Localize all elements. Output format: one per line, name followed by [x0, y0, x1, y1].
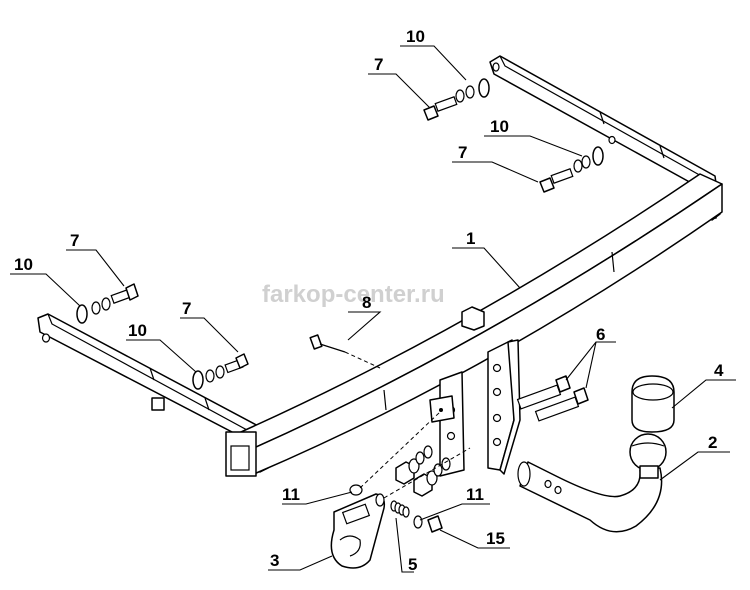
tow-ball-part-2: [517, 433, 667, 533]
callout-labels: 10 7 10 7 1 10 7 8 7 10 6 4 2 11 11 3 5 …: [14, 27, 724, 574]
assembly-dashed-lines: [359, 411, 471, 499]
bolt-part-8: [309, 334, 381, 369]
socket-plate-part-3: [330, 493, 386, 569]
callout-10-left: 10: [14, 255, 33, 274]
ball-cover-part-4: [631, 375, 675, 433]
callout-5: 5: [408, 555, 417, 574]
callout-8: 8: [362, 293, 371, 312]
callout-2: 2: [708, 433, 717, 452]
callout-7-center: 7: [182, 299, 191, 318]
callout-10-top: 10: [406, 27, 425, 46]
callout-7-mid: 7: [458, 143, 467, 162]
callout-15: 15: [486, 529, 505, 548]
callout-1: 1: [466, 229, 475, 248]
callout-10-center: 10: [128, 321, 147, 340]
fasteners-center-left: [192, 353, 249, 390]
fasteners-top: [423, 78, 604, 193]
callout-11-right: 11: [466, 485, 484, 504]
callout-4: 4: [714, 361, 724, 380]
watermark-text: farkop-center.ru: [262, 281, 445, 308]
main-cross-beam: [225, 173, 723, 477]
callout-11-left: 11: [282, 485, 300, 504]
leader-lines: [10, 45, 736, 573]
bolts-part-6: [516, 375, 589, 422]
fasteners-left: [76, 283, 139, 324]
callout-6: 6: [596, 325, 605, 344]
center-mount-plate: [429, 339, 521, 477]
callout-3: 3: [270, 551, 279, 570]
left-side-bracket: [37, 313, 269, 473]
callout-7-left: 7: [70, 231, 79, 250]
spring-washers: [349, 484, 443, 533]
callout-7-top: 7: [374, 55, 383, 74]
callout-10-mid: 10: [490, 117, 509, 136]
